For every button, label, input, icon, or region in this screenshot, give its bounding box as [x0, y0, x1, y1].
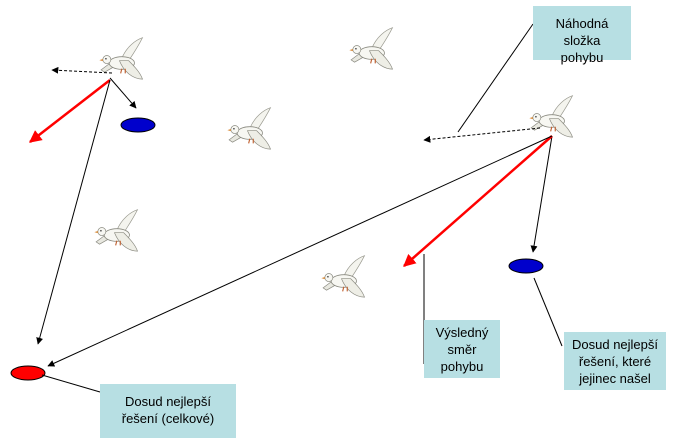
global-best-arrow: [47, 135, 553, 367]
global-best-marker: [10, 365, 46, 381]
label-line: Dosud nejlepší: [572, 337, 658, 352]
dove-icon: [320, 255, 366, 298]
label-random-component: Náhodná složka pohybu: [533, 6, 631, 65]
dove-icon: [93, 209, 139, 252]
label-line: Dosud nejlepší: [125, 394, 211, 409]
label-resulting-direction: Výsledný směr pohybu: [424, 320, 500, 378]
label-line: směr: [447, 342, 477, 357]
label-line: pohybu: [440, 359, 484, 374]
label-line: pohybu: [560, 50, 604, 65]
global-best-arrow: [36, 79, 111, 345]
resulting-velocity-arrow: [403, 135, 553, 267]
random-component-arrow: [51, 66, 113, 74]
random-component-arrow: [423, 127, 541, 143]
callout-line: [41, 374, 101, 393]
label-line: Výsledný: [435, 325, 489, 340]
personal-best-marker: [508, 258, 544, 274]
label-global-best: Dosud nejlepší řešení (celkové): [100, 384, 236, 438]
callout-line: [457, 23, 534, 133]
label-line: řešení (celkové): [121, 411, 215, 426]
personal-best-arrow: [109, 77, 137, 109]
resulting-velocity-arrow: [29, 79, 111, 143]
label-line: Náhodná složka: [555, 16, 609, 48]
personal-best-arrow: [530, 135, 553, 253]
callout-line: [533, 277, 563, 347]
label-line: jejinec našel: [579, 371, 651, 386]
personal-best-marker: [120, 117, 156, 133]
dove-icon: [528, 95, 574, 138]
label-line: řešení, které: [578, 354, 652, 369]
dove-icon: [348, 27, 394, 70]
dove-icon: [226, 107, 272, 150]
label-personal-best: Dosud nejlepší řešení, které jejinec naš…: [564, 332, 666, 390]
